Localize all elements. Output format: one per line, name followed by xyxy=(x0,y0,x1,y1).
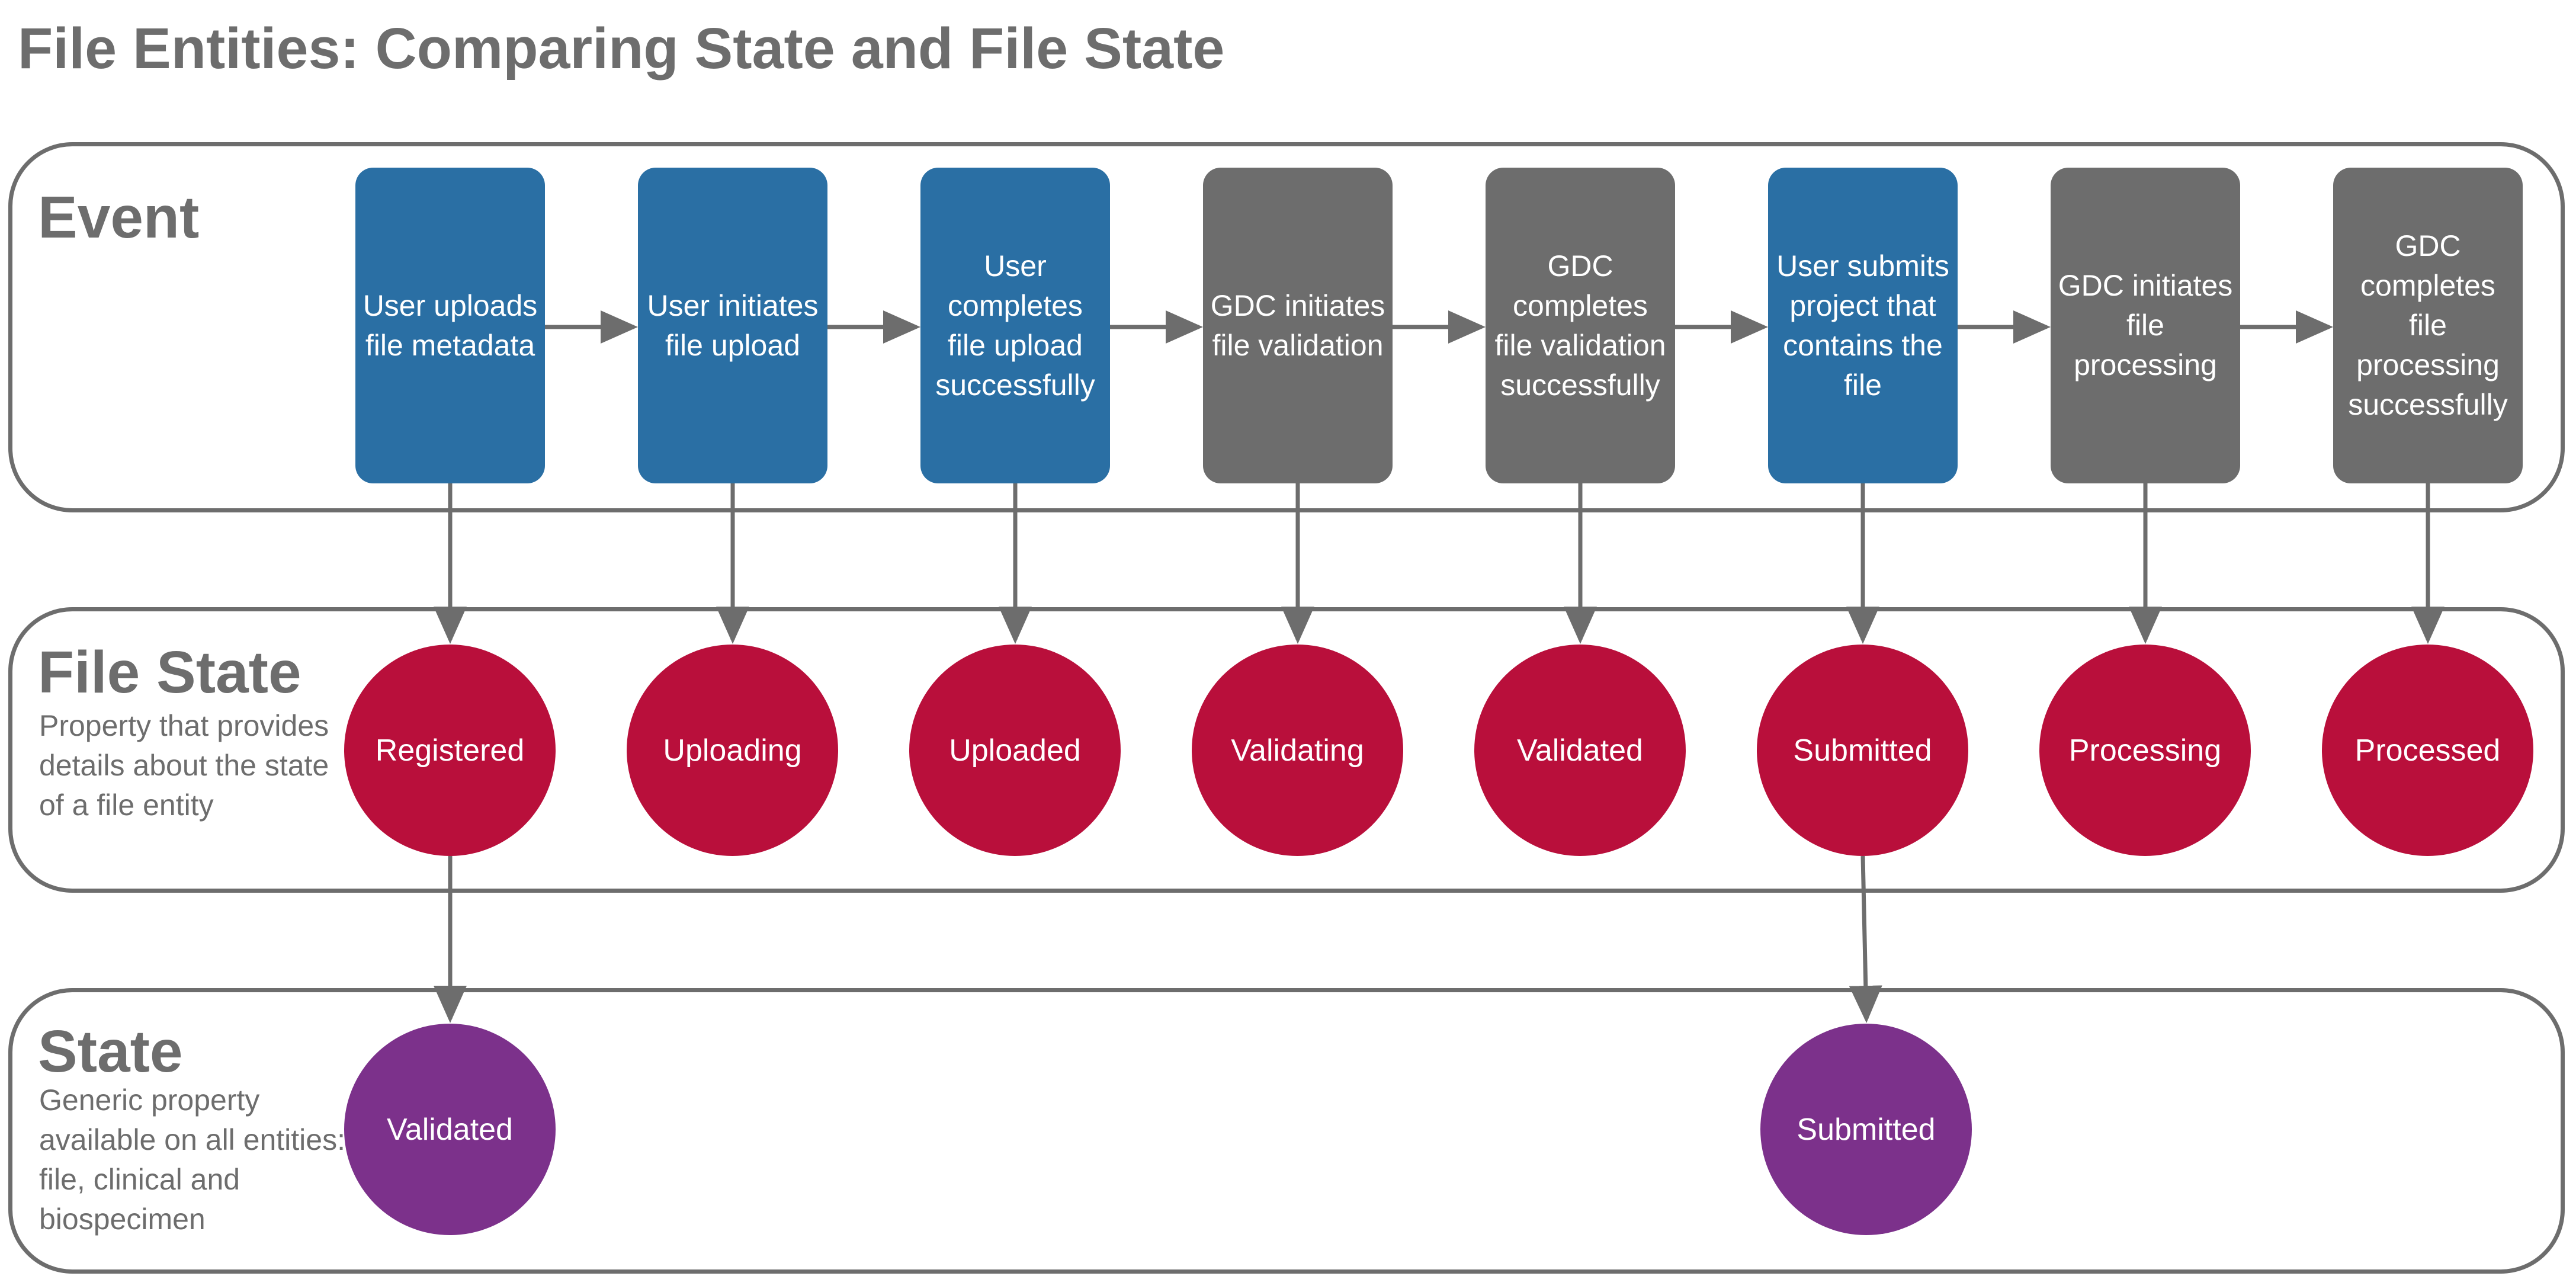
state-lane-title: State xyxy=(38,1018,183,1085)
file-state-uploaded: Uploaded xyxy=(909,645,1121,856)
arrow-submitted-to-state-submitted xyxy=(1849,855,1882,1023)
file-state-validated: Validated xyxy=(1474,645,1686,856)
file-state-processed: Processed xyxy=(2322,645,2533,856)
event-box-4: GDC initiates file validation xyxy=(1203,168,1393,483)
file-state-processing: Processing xyxy=(2039,645,2251,856)
event-to-file-state-arrows xyxy=(434,483,2445,644)
event-box-3: User completes file upload successfully xyxy=(920,168,1110,483)
file-state-lane-description: Property that provides details about the… xyxy=(39,709,329,822)
state-lane xyxy=(8,988,2565,1274)
file-state-validating: Validating xyxy=(1192,645,1403,856)
event-lane xyxy=(8,142,2565,512)
file-state-lane-title: File State xyxy=(38,639,301,706)
event-box-6: User submits project that contains the f… xyxy=(1768,168,1958,483)
event-box-1: User uploads file metadata xyxy=(355,168,545,483)
file-state-submitted: Submitted xyxy=(1757,645,1968,856)
state-lane-description: Generic property available on all entiti… xyxy=(39,1083,345,1236)
file-state-to-state-arrows xyxy=(434,855,1882,1023)
event-box-2: User initiates file upload xyxy=(638,168,827,483)
event-lane-title: Event xyxy=(38,184,200,251)
event-box-8: GDC completes file processing successful… xyxy=(2333,168,2523,483)
state-submitted: Submitted xyxy=(1760,1024,1972,1235)
event-box-7: GDC initiates file processing xyxy=(2051,168,2240,483)
diagram-title: File Entities: Comparing State and File … xyxy=(18,16,1225,81)
event-box-5: GDC completes file validation successful… xyxy=(1486,168,1675,483)
file-state-registered: Registered xyxy=(344,645,556,856)
state-validated: Validated xyxy=(344,1024,556,1235)
file-state-uploading: Uploading xyxy=(627,645,838,856)
